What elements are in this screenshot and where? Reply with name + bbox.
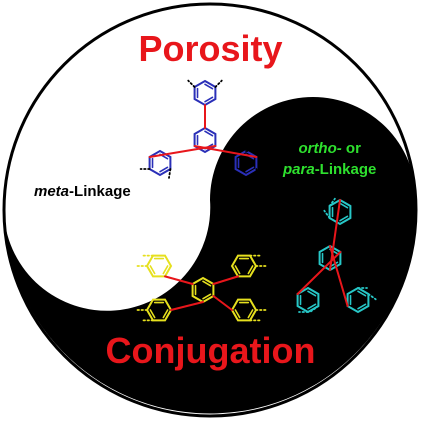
left-meta-ring-double-bond: [159, 166, 169, 173]
conjugated-bond: [170, 301, 204, 311]
right-branched-ring-double-bond: [357, 290, 367, 297]
bottom-left-conjugated-ring-double-bond: [149, 309, 156, 319]
branched-stub: [367, 293, 377, 301]
ortho-label-italic: ortho-: [298, 140, 342, 157]
right-meta-ring-double-bond: [245, 166, 255, 173]
conjugation-title: Conjugation: [105, 330, 316, 371]
top-left-conjugated-ring-double-bond: [162, 265, 169, 275]
ortho-para-line-1: ortho- or: [283, 138, 376, 159]
central-conjugated-ring-double-bond: [202, 293, 212, 300]
para-label-rest: -Linkage: [314, 161, 377, 178]
meta-stub: [255, 168, 259, 179]
meta-linkage-label: meta-Linkage: [34, 183, 131, 200]
meta-stub: [214, 79, 223, 88]
meta-linked-molecule: [139, 79, 259, 179]
conjugated-bond: [212, 295, 233, 311]
yin-region: [4, 97, 417, 414]
central-meta-ring: [193, 126, 217, 154]
meta-label-italic: meta: [34, 183, 70, 200]
branched-molecule: [296, 197, 377, 314]
porosity-title: Porosity: [138, 28, 283, 69]
bottom-right-conjugated-ring-double-bond: [234, 309, 241, 319]
top-branched-ring-double-bond: [339, 202, 349, 209]
branched-stub: [323, 209, 331, 219]
branched-stub: [328, 197, 336, 207]
branched-bond: [329, 245, 349, 307]
conjugated-molecule: [136, 254, 267, 322]
ortho-para-linkage-label: ortho- or para-Linkage: [283, 138, 376, 180]
meta-stub: [168, 168, 172, 179]
ortho-label-rest: or: [341, 140, 361, 157]
top-branched-ring-double-bond: [339, 215, 349, 222]
bottom-right-conjugated-ring-double-bond: [247, 309, 254, 319]
conjugated-bond: [164, 275, 194, 285]
right-branched-ring-double-bond: [357, 303, 367, 310]
central-meta-ring-double-bond: [204, 130, 214, 137]
meta-label-rest: -Linkage: [69, 183, 131, 200]
meta-bond-right: [193, 145, 258, 158]
conjugated-bond: [212, 275, 239, 285]
bottom-left-conjugated-ring-double-bond: [162, 309, 169, 319]
branched-bond: [329, 199, 341, 271]
top-meta-ring-double-bond: [204, 96, 214, 103]
left-branched-ring-double-bond: [307, 290, 317, 297]
top-right-conjugated-ring-double-bond: [234, 265, 241, 275]
top-left-conjugated-ring-double-bond: [149, 265, 156, 275]
left-branched-ring-double-bond: [307, 303, 317, 310]
para-label-italic: para: [283, 161, 315, 178]
central-conjugated-ring-double-bond: [202, 280, 212, 287]
meta-stub: [187, 79, 196, 88]
branched-stub: [310, 305, 320, 313]
top-right-conjugated-ring-double-bond: [247, 265, 254, 275]
top-meta-ring-double-bond: [204, 83, 214, 90]
ortho-para-line-2: para-Linkage: [283, 159, 376, 180]
